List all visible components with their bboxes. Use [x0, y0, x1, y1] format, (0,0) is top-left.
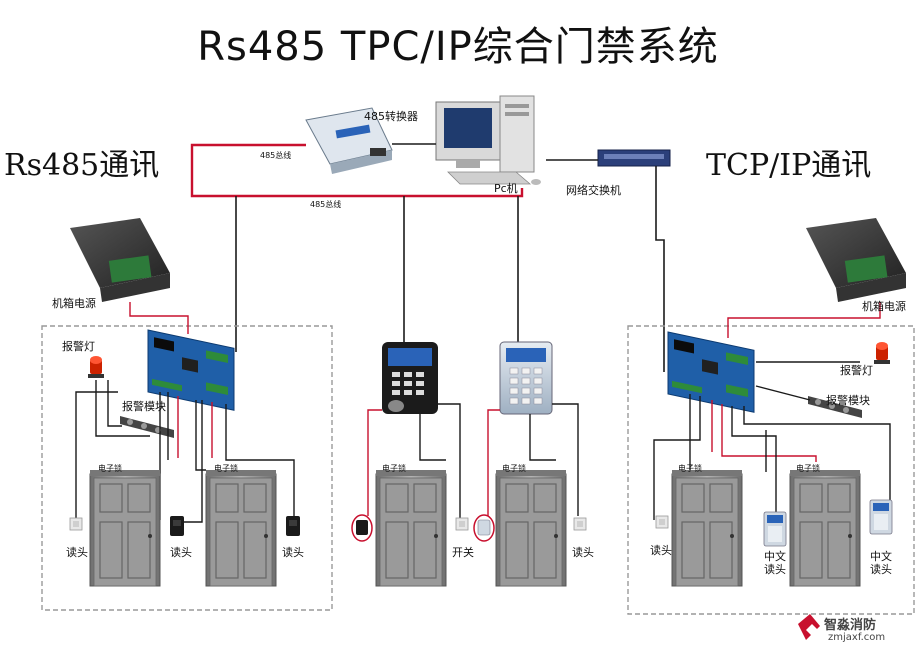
left-alarm-module — [120, 416, 174, 438]
middle-wires — [367, 403, 579, 520]
right-psu-label: 机箱电源 — [862, 300, 906, 313]
switch-label: 网络交换机 — [566, 184, 621, 197]
left-door-2 — [205, 473, 277, 587]
right-alarm-light — [874, 342, 890, 364]
right-lock-label-2: 电子锁 — [796, 464, 820, 473]
bus-label-2: 485总线 — [310, 200, 342, 209]
right-lock-1 — [672, 470, 742, 476]
right-alarm-module-label: 报警模块 — [826, 394, 870, 407]
left-reader-label-1: 读头 — [66, 546, 88, 559]
right-door-2 — [789, 473, 861, 587]
right-reader-label: 读头 — [650, 544, 672, 557]
right-cn-reader-label-2: 中文 读头 — [870, 550, 892, 576]
rs485-converter — [305, 107, 393, 174]
left-reader-label-2: 读头 — [170, 546, 192, 559]
right-alarm-light-label: 报警灯 — [840, 364, 873, 377]
middle-fingerprint-reader — [351, 514, 373, 542]
left-alarm-light — [88, 356, 104, 378]
left-lock-2 — [206, 470, 276, 476]
network-switch — [597, 149, 671, 167]
right-group-boundary — [627, 325, 915, 615]
left-wires — [75, 302, 295, 523]
left-lock-1 — [90, 470, 160, 476]
fingerprint-terminal — [382, 342, 438, 414]
middle-switch-label: 开关 — [452, 546, 474, 559]
right-wires — [653, 302, 891, 520]
right-cn-reader-2 — [869, 499, 893, 535]
middle-door-2 — [495, 473, 567, 587]
right-exit-button-1 — [655, 515, 669, 529]
left-alarm-light-label: 报警灯 — [62, 340, 95, 353]
left-psu-label: 机箱电源 — [52, 297, 96, 310]
right-section-label: TCP/IP通讯 — [706, 148, 872, 183]
right-controller-board — [667, 331, 755, 413]
keypad-terminal — [499, 341, 553, 415]
middle-keypad-reader — [473, 514, 495, 542]
left-power-supply — [70, 218, 170, 302]
rs485-bus — [190, 143, 524, 198]
left-exit-button-1 — [69, 517, 83, 531]
right-lock-2 — [790, 470, 860, 476]
right-lock-label-1: 电子锁 — [678, 464, 702, 473]
left-group-boundary — [41, 325, 333, 611]
left-reader-label-3: 读头 — [282, 546, 304, 559]
page-title: Rs485 TPC/IP综合门禁系统 — [197, 24, 719, 70]
middle-lock-2 — [496, 470, 566, 476]
watermark-url: zmjaxf.com — [828, 632, 886, 643]
middle-lock-label-1: 电子锁 — [382, 464, 406, 473]
watermark-brand: 智淼消防 — [824, 618, 877, 633]
right-cn-reader-1 — [763, 511, 787, 547]
right-cn-reader-label-1: 中文 读头 — [764, 550, 786, 576]
middle-reader-label: 读头 — [572, 546, 594, 559]
pc-label: Pc机 — [494, 182, 518, 195]
middle-door-1 — [375, 473, 447, 587]
middle-exit-button-2 — [573, 517, 587, 531]
right-power-supply — [806, 218, 906, 302]
left-door-1 — [89, 473, 161, 587]
right-door-1 — [671, 473, 743, 587]
middle-lock-label-2: 电子锁 — [502, 464, 526, 473]
pc-computer — [435, 95, 541, 185]
middle-lock-1 — [376, 470, 446, 476]
left-lock-label-1: 电子锁 — [98, 464, 122, 473]
watermark-logo-icon — [798, 614, 820, 640]
left-reader-2 — [286, 516, 300, 536]
middle-exit-button — [455, 517, 469, 531]
left-reader-1 — [170, 516, 184, 536]
left-lock-label-2: 电子锁 — [214, 464, 238, 473]
bus-label-1: 485总线 — [260, 151, 292, 160]
converter-label: 485转换器 — [364, 110, 418, 123]
left-section-label: Rs485通讯 — [4, 148, 160, 183]
network-links — [235, 143, 665, 372]
left-alarm-module-label: 报警模块 — [122, 400, 166, 413]
